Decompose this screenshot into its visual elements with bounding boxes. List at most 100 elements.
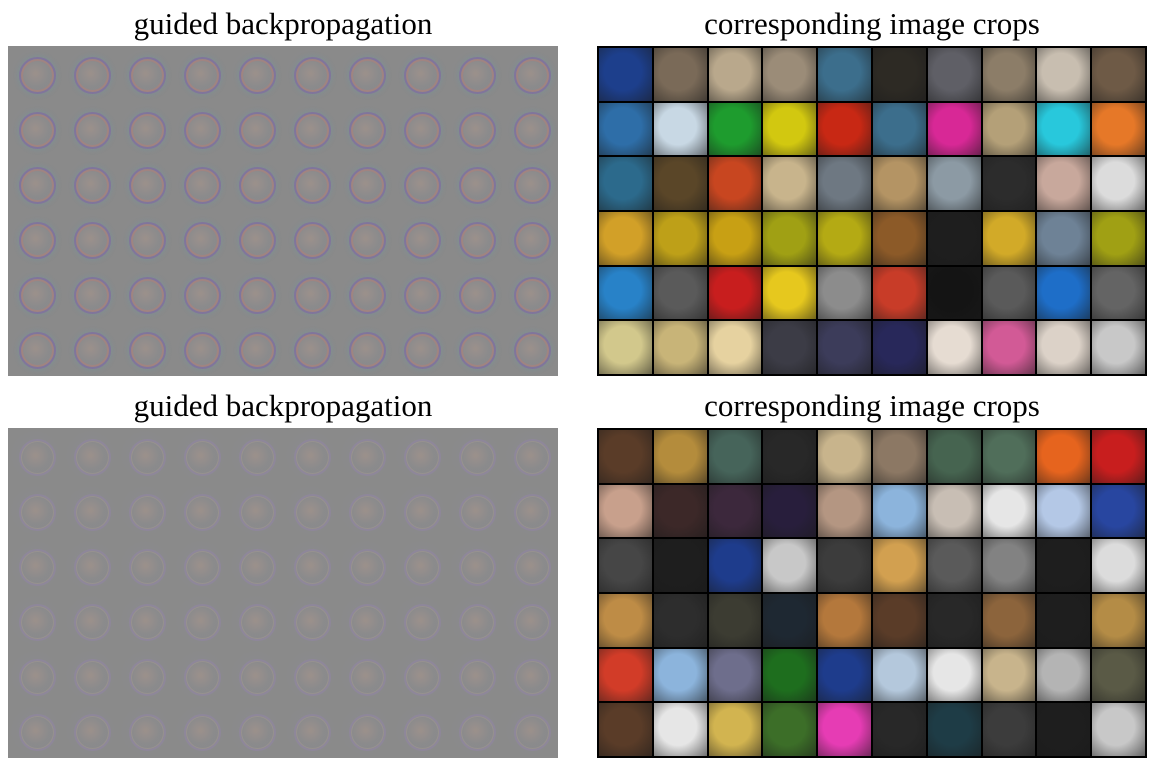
image-crop-tile (763, 484, 817, 538)
image-crop-tile (653, 266, 707, 320)
activation-pattern (514, 112, 551, 149)
activation-pattern (129, 439, 166, 476)
activation-pattern (404, 604, 441, 641)
image-crop-tile (872, 212, 926, 265)
guided-backprop-tile (118, 483, 173, 538)
activation-pattern (129, 277, 166, 314)
activation-pattern (349, 277, 386, 314)
guided-backprop-tile (393, 321, 448, 376)
guided-backprop-tile (503, 648, 558, 703)
guided-backprop-tile (8, 593, 63, 648)
image-crop-tile (708, 266, 762, 320)
guided-backprop-tile (118, 266, 173, 321)
guided-backprop-tile (338, 156, 393, 211)
activation-pattern (404, 277, 441, 314)
activation-pattern (129, 222, 166, 259)
activation-pattern (129, 549, 166, 586)
guided-backprop-tile (503, 483, 558, 538)
activation-pattern (129, 714, 166, 751)
activation-pattern (459, 604, 496, 641)
image-crop-tile (982, 484, 1036, 538)
guided-backprop-tile (63, 428, 118, 483)
guided-backprop-tile (503, 46, 558, 101)
activation-pattern (184, 714, 221, 751)
activation-pattern (184, 494, 221, 531)
activation-pattern (129, 112, 166, 149)
guided-backprop-tile (8, 156, 63, 211)
guided-backprop-tile (228, 211, 283, 266)
activation-pattern (459, 277, 496, 314)
guided-backprop-tile (338, 483, 393, 538)
activation-pattern (239, 112, 276, 149)
image-crop-tile (763, 48, 817, 101)
image-crop-tile (763, 321, 817, 374)
activation-pattern (74, 494, 111, 531)
activation-pattern (184, 222, 221, 259)
guided-backprop-tile (283, 538, 338, 593)
image-crop-tile (927, 484, 981, 538)
guided-backprop-tile (63, 538, 118, 593)
activation-pattern (239, 714, 276, 751)
activation-pattern (294, 167, 331, 204)
image-crop-tile (599, 539, 652, 592)
activation-pattern (404, 112, 441, 149)
activation-pattern (514, 659, 551, 696)
guided-backprop-tile (173, 648, 228, 703)
activation-pattern (514, 494, 551, 531)
activation-pattern (19, 332, 56, 369)
activation-pattern (459, 494, 496, 531)
image-crop-tile (982, 266, 1036, 320)
guided-backprop-tile (8, 483, 63, 538)
guided-backprop-tile (283, 46, 338, 101)
image-crop-tile (872, 703, 926, 756)
activation-pattern (404, 167, 441, 204)
image-crop-tile (599, 48, 652, 101)
activation-pattern (19, 659, 56, 696)
image-crops-panel-top (597, 46, 1147, 376)
image-crop-tile (708, 594, 762, 647)
image-crop-tile (599, 648, 652, 702)
guided-backprop-tile (393, 211, 448, 266)
guided-backprop-tile (448, 46, 503, 101)
image-crop-tile (927, 539, 981, 592)
image-crop-tile (1092, 102, 1145, 156)
guided-backprop-tile (283, 703, 338, 758)
guided-backprop-tile (118, 211, 173, 266)
image-crop-tile (708, 321, 762, 374)
activation-pattern (184, 604, 221, 641)
image-crop-tile (818, 484, 871, 538)
image-crop-tile (872, 430, 926, 483)
activation-pattern (459, 57, 496, 94)
activation-pattern (404, 332, 441, 369)
image-crop-tile (763, 266, 817, 320)
guided-backprop-tile (63, 156, 118, 211)
activation-pattern (74, 222, 111, 259)
guided-backprop-tile (118, 703, 173, 758)
activation-pattern (349, 112, 386, 149)
activation-pattern (349, 332, 386, 369)
guided-backprop-tile (8, 703, 63, 758)
guided-backprop-tile (63, 593, 118, 648)
guided-backprop-panel-top (8, 46, 558, 376)
image-crop-tile (708, 648, 762, 702)
guided-backprop-tile (283, 321, 338, 376)
guided-backprop-tile (118, 648, 173, 703)
activation-pattern (514, 167, 551, 204)
activation-pattern (129, 167, 166, 204)
activation-pattern (74, 112, 111, 149)
image-crop-tile (927, 102, 981, 156)
activation-pattern (74, 332, 111, 369)
guided-backprop-tile (503, 703, 558, 758)
image-crop-tile (763, 703, 817, 756)
guided-backprop-tile (393, 593, 448, 648)
activation-pattern (239, 277, 276, 314)
image-crop-tile (927, 703, 981, 756)
activation-pattern (459, 332, 496, 369)
image-crop-tile (872, 539, 926, 592)
image-crop-tile (1037, 48, 1091, 101)
guided-backprop-tile (503, 321, 558, 376)
guided-backprop-tile (8, 266, 63, 321)
guided-backprop-tile (338, 46, 393, 101)
guided-backprop-tile (228, 101, 283, 156)
image-crop-tile (818, 157, 871, 210)
